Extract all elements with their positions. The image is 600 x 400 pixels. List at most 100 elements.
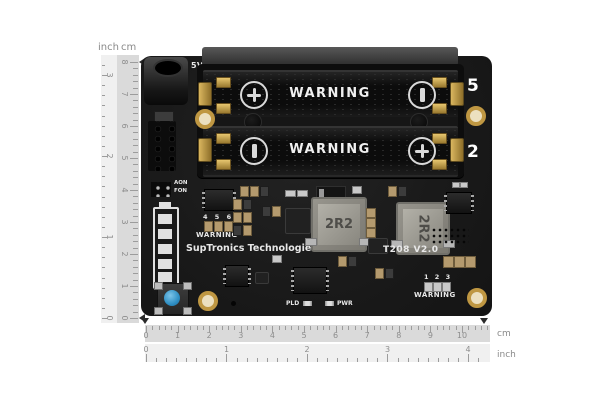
smd-component [204,221,213,232]
led-pld-label: PLD [286,300,300,307]
bottom-inch-number: 4 [465,345,471,354]
bottom-cm-tick [310,326,312,330]
bottom-inch-tick [166,358,168,362]
bottom-ruler-cm-label: cm [497,329,511,339]
qfn-chip [255,272,269,284]
left-cm-tick [130,286,138,287]
left-inch-tick [102,105,105,107]
ic-chip [202,189,236,211]
left-cm-tick [133,151,138,153]
bottom-cm-tick [455,326,457,330]
left-cm-tick [133,215,138,217]
brand-label: SupTronics Technologies [186,243,317,254]
smd-component [233,225,242,236]
left-cm-tick [133,305,138,307]
bottom-inch-tick [417,358,419,362]
pin-header [148,121,176,171]
bottom-cm-tick [202,326,204,330]
left-inch-tick [102,237,108,238]
left-inch-tick [102,216,105,218]
power-button-cap[interactable] [164,290,180,306]
smd-component [385,268,394,279]
bottom-cm-tick [443,326,445,330]
smd-component [398,186,407,197]
bottom-cm-tick [304,326,305,333]
bottom-inch-tick [437,358,439,362]
bottom-cm-tick [183,326,185,330]
smd-component [452,182,460,188]
pwr-led [325,301,334,306]
bottom-cm-tick [430,326,432,333]
left-inch-tick [102,176,105,178]
smd-component [250,186,259,197]
bottom-inch-number: 0 [143,345,149,354]
left-cm-tick [130,158,138,159]
smd-component [243,225,252,236]
left-cm-tick [130,318,138,319]
left-cm-tick [133,196,138,198]
bottom-cm-number: 2 [206,331,212,340]
bottom-cm-tick [405,326,407,330]
bottom-inch-number: 2 [304,345,310,354]
bottom-inch-tick [427,358,429,362]
bottom-inch-tick [327,358,329,362]
left-inch-tick [102,125,105,127]
test-point [231,301,236,306]
inductor-1-label: 2R2 [324,217,354,232]
via-grid [431,227,469,245]
bottom-inch-tick [306,354,308,362]
left-cm-tick [133,273,138,275]
left-inch-tick [102,226,105,228]
bottom-cm-tick [247,326,249,330]
bottom-cm-tick [322,326,324,330]
terminal-polarity-icon [408,81,436,109]
solder-tab [450,82,464,106]
left-cm-tick [133,183,138,185]
bottom-cm-number: 6 [333,331,339,340]
left-cm-tick [133,311,138,313]
bottom-cm-tick [462,326,463,333]
smd-component [214,221,223,232]
left-cm-tick [133,260,138,262]
bottom-inch-tick [156,358,158,362]
bottom-inch-tick [317,358,319,362]
left-inch-tick [102,318,108,319]
left-cm-tick [133,292,138,294]
warning-left-label: WARNING [196,231,238,239]
smd-component [240,186,249,197]
terminal-polarity-icon [408,137,436,165]
bottom-cm-number: 7 [364,331,370,340]
model-label: T208 V2.0 [383,245,439,255]
left-cm-tick [133,100,138,102]
left-cm-tick [133,170,138,172]
bottom-cm-tick [373,326,375,330]
smd-component [272,206,281,217]
left-inch-tick [102,186,105,188]
bottom-cm-tick [316,326,318,330]
smd-component [366,208,376,218]
bottom-inch-tick [347,358,349,362]
left-cm-number: 7 [120,91,129,97]
led-pwr-label: PWR [337,300,353,307]
battery-clip [432,103,447,114]
jumper-header [151,182,171,197]
smd-component [243,199,252,210]
pld-led [303,301,312,306]
smd-component [262,206,271,217]
left-cm-tick [133,279,138,281]
bottom-cm-tick [177,326,179,333]
bottom-cm-tick [278,326,280,330]
holder-divider [203,117,458,126]
left-inch-tick [102,297,105,299]
bottom-cm-tick [436,326,438,330]
bottom-cm-tick [266,326,268,330]
bottom-cm-tick [449,326,451,330]
bottom-cm-tick [424,326,426,330]
slot2-index-label: 2 [467,142,479,162]
smd-component [272,255,282,263]
slot2-warning-label: WARNING [289,142,371,157]
bottom-inch-tick [387,354,389,362]
solder-pad [305,238,317,246]
bottom-inch-tick [457,358,459,362]
battery-clip [216,103,231,114]
